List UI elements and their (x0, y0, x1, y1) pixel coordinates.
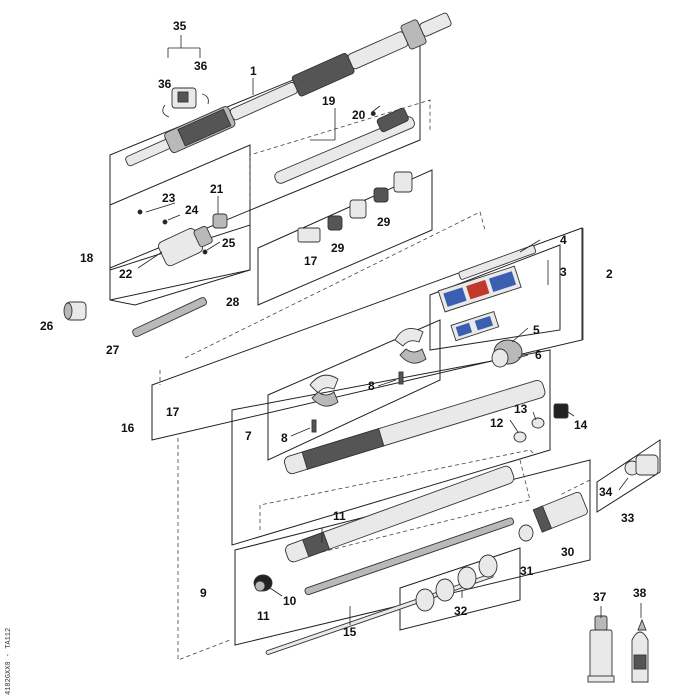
callout-12: 12 (490, 416, 504, 430)
callout-20: 20 (352, 108, 366, 122)
frame-assembly-16 (151, 227, 583, 441)
callout-8-upper: 8 (368, 379, 375, 393)
callout-36-right: 36 (194, 59, 208, 73)
callout-13: 13 (514, 402, 528, 416)
part-16-tube (284, 380, 546, 475)
guide-19-20 (249, 99, 431, 200)
callout-26: 26 (40, 319, 54, 333)
callout-2: 2 (606, 267, 613, 281)
part-35-clamp (162, 87, 209, 118)
part-37-grease-tube (587, 615, 615, 683)
part-22-coupling (158, 225, 213, 267)
part-34-cap (624, 454, 659, 476)
frame-assembly-2 (429, 244, 561, 351)
frame-assembly-7 (231, 349, 551, 546)
guide-16-left (177, 438, 231, 661)
callout-29-left: 29 (331, 241, 345, 255)
guide-7 (259, 449, 536, 530)
part-23-pin (137, 209, 143, 215)
part-12-ring (513, 431, 527, 443)
callout-23: 23 (162, 191, 176, 205)
part-4-rod (458, 245, 537, 280)
part-21-sleeve (212, 213, 228, 229)
drawing-code: 4182GXX0 - TA112 (5, 628, 13, 695)
callout-6: 6 (535, 348, 542, 362)
part-7-clamp-upper (394, 327, 427, 364)
callout-38: 38 (633, 586, 647, 600)
part-1-drive-shaft (125, 12, 452, 167)
callout-16: 16 (121, 421, 135, 435)
callout-27: 27 (106, 343, 120, 357)
callout-32: 32 (454, 604, 468, 618)
callout-9: 9 (200, 586, 207, 600)
part-8-screw-upper (398, 371, 404, 385)
callout-3: 3 (560, 265, 567, 279)
part-10-nut (253, 574, 273, 592)
callout-10: 10 (283, 594, 297, 608)
callout-21: 21 (210, 182, 224, 196)
callout-33: 33 (621, 511, 635, 525)
callout-15: 15 (343, 625, 357, 639)
callout-22: 22 (119, 267, 133, 281)
part-13-ring (531, 417, 545, 429)
part-25-pin (202, 249, 208, 255)
part-3-decal-lower (450, 310, 500, 342)
guide-9 (289, 459, 531, 561)
callout-5: 5 (533, 323, 540, 337)
callout-30: 30 (561, 545, 575, 559)
callout-31: 31 (520, 564, 534, 578)
callout-18: 18 (80, 251, 94, 265)
leader-lines (137, 35, 642, 625)
part-32-washers (415, 554, 498, 612)
part-38-bottle (631, 618, 649, 683)
part-7-clamp-lower (309, 374, 339, 407)
part-29-bushings (327, 171, 413, 231)
part-24-pin (162, 219, 168, 225)
part-5-nut (491, 339, 523, 368)
callout-17-lower: 17 (166, 405, 180, 419)
part-31-ring (518, 524, 534, 542)
frame-assembly-18-lower (109, 224, 251, 306)
part-14-cap (553, 403, 569, 419)
callout-36-left: 36 (158, 77, 172, 91)
callout-4: 4 (560, 233, 567, 247)
part-20-fitting (370, 107, 409, 133)
callout-25: 25 (222, 236, 236, 250)
guide-27 (184, 211, 486, 359)
callout-1: 1 (250, 64, 257, 78)
callout-8-lower: 8 (281, 431, 288, 445)
guide-33 (559, 479, 591, 496)
callout-14: 14 (574, 418, 588, 432)
frame-assembly-7-inner (267, 319, 441, 461)
callout-11-upper: 11 (333, 509, 346, 523)
callout-29-right: 29 (377, 215, 391, 229)
dashed-guides (159, 99, 591, 661)
callout-17-upper: 17 (304, 254, 318, 268)
callout-19: 19 (322, 94, 336, 108)
part-3-decal (437, 265, 522, 313)
callout-35: 35 (173, 19, 187, 33)
frame-assembly-33 (596, 439, 661, 513)
part-17-bracket-upper (297, 227, 321, 243)
callout-34: 34 (599, 485, 613, 499)
part-27-rod (132, 297, 207, 338)
callout-numbers: 35 36 36 1 19 20 21 23 24 25 18 22 17 29… (40, 19, 647, 639)
part-30-sleeve (532, 491, 588, 533)
part-19-tube (274, 116, 415, 184)
callout-28: 28 (226, 295, 240, 309)
part-8-screw-lower (311, 419, 317, 433)
callout-7: 7 (245, 429, 252, 443)
part-9-tube (285, 465, 515, 563)
part-26-sleeve (63, 301, 87, 321)
callout-37: 37 (593, 590, 607, 604)
group-outlines (109, 27, 661, 646)
callout-11-lower: 11 (257, 609, 270, 623)
callout-24: 24 (185, 203, 199, 217)
part-15-shaft (304, 517, 515, 596)
